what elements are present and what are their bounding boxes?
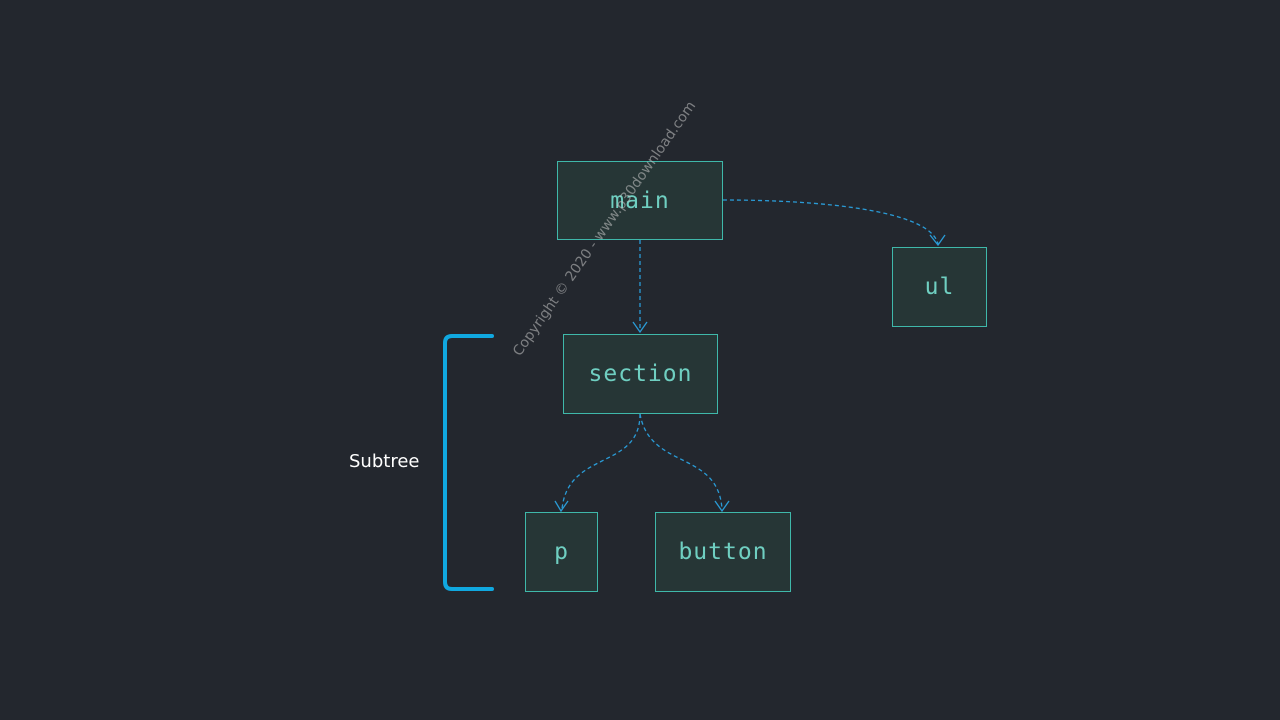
arrowhead-p bbox=[554, 500, 569, 513]
arrowhead-button bbox=[714, 500, 730, 513]
node-section-label: section bbox=[588, 361, 693, 387]
subtree-label: Subtree bbox=[349, 451, 420, 472]
node-ul-label: ul bbox=[924, 274, 955, 300]
node-button-label: button bbox=[678, 539, 768, 565]
edge-section-button bbox=[639, 413, 723, 510]
edge-main-ul bbox=[722, 199, 939, 245]
arrowhead-ul bbox=[929, 234, 946, 247]
arrowhead-section bbox=[632, 321, 648, 334]
node-section: section bbox=[563, 334, 718, 414]
edge-section-p bbox=[561, 413, 641, 510]
node-p: p bbox=[525, 512, 598, 592]
node-ul: ul bbox=[892, 247, 987, 327]
subtree-bracket bbox=[443, 334, 494, 591]
node-button: button bbox=[655, 512, 791, 592]
node-main-label: main bbox=[610, 187, 670, 214]
node-main: main bbox=[557, 161, 723, 240]
node-p-label: p bbox=[554, 539, 569, 565]
